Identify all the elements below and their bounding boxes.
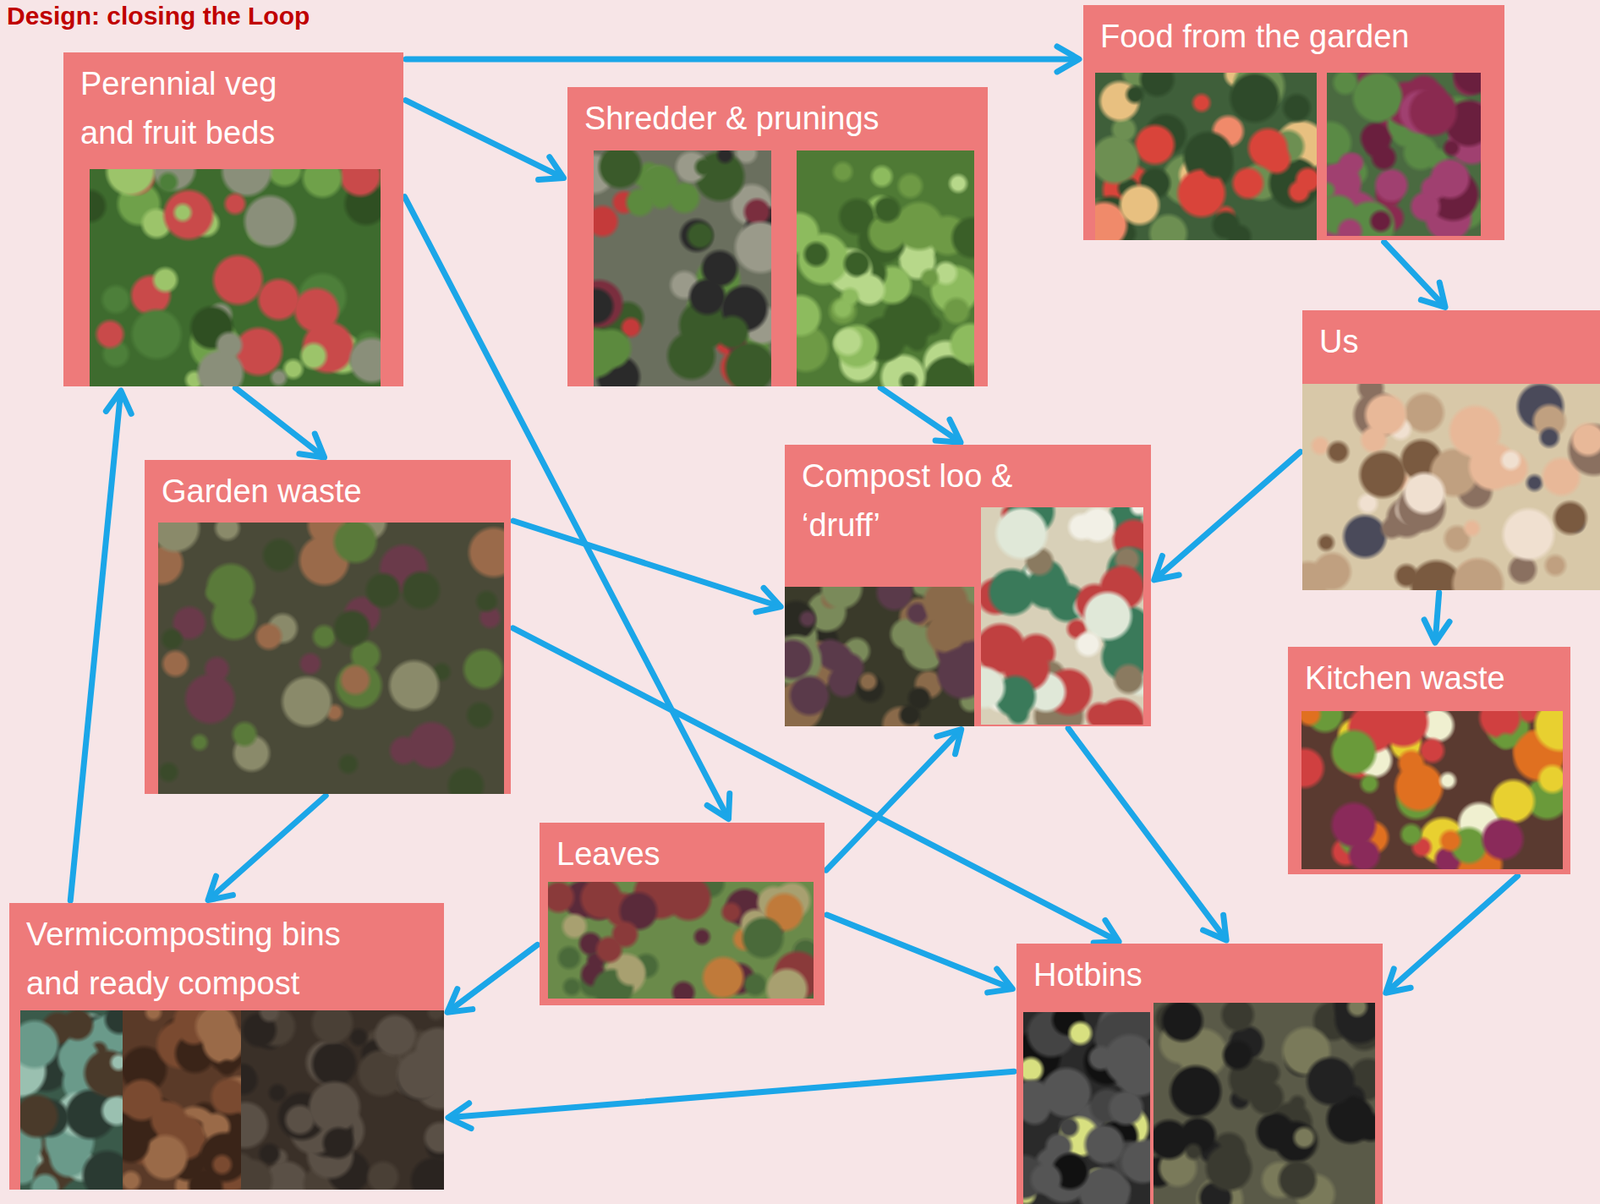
flow-arrow [405, 100, 565, 181]
arrow-shaft [1068, 728, 1223, 937]
photo-box: Garden waste [144, 460, 511, 795]
arrow-shaft [70, 395, 121, 901]
photo [1153, 1002, 1376, 1204]
photo-box: Food from the garden [1083, 5, 1505, 241]
box-label: Vermicomposting bins and ready compost [9, 903, 382, 1009]
photo [89, 169, 381, 387]
photo-box: Shredder & prunings [567, 87, 988, 387]
arrow-head [756, 587, 781, 613]
arrow-head [1386, 969, 1411, 993]
arrow-head [1424, 619, 1450, 643]
arrow-shaft [405, 100, 559, 176]
arrow-head [447, 989, 473, 1014]
photo [1302, 383, 1600, 591]
box-label: Perennial veg and fruit beds [63, 52, 309, 158]
photo [1326, 72, 1481, 236]
arrow-head [208, 876, 233, 900]
arrow-head [1420, 282, 1446, 307]
photo [122, 1010, 242, 1190]
arrow-shaft [453, 1071, 1014, 1118]
arrow-head [1203, 915, 1228, 941]
arrow-shaft [827, 915, 1009, 987]
diagram-title: Design: closing the Loop [6, 1, 310, 31]
arrow-head [935, 419, 961, 443]
photo [20, 1010, 123, 1190]
arrow-shaft [1384, 241, 1442, 304]
flow-arrow [70, 390, 132, 901]
flow-arrow [208, 795, 326, 901]
flow-arrow [1424, 592, 1450, 643]
arrow-head [706, 794, 730, 820]
box-label: Compost loo & ‘druff’ [784, 444, 1056, 550]
arrow-shaft [451, 944, 538, 1009]
photo-box: Kitchen waste [1287, 646, 1571, 875]
photo [980, 507, 1144, 725]
box-label: Garden waste [144, 460, 503, 516]
arrow-head [1093, 920, 1119, 943]
arrow-head [1057, 46, 1080, 72]
photo-box: Hotbins [1016, 943, 1383, 1204]
flow-arrow [513, 520, 781, 613]
photo-box: Us [1302, 310, 1600, 591]
photo [547, 882, 814, 999]
flow-arrow [1386, 876, 1518, 993]
photo [241, 1010, 444, 1190]
box-label: Kitchen waste [1287, 646, 1562, 703]
arrow-head [538, 157, 565, 181]
arrow-head [987, 969, 1014, 993]
photo [593, 150, 772, 387]
arrow-head [299, 433, 325, 458]
flow-arrow [447, 944, 538, 1013]
arrow-shaft [1435, 592, 1440, 638]
box-label: Leaves [539, 822, 817, 879]
flow-arrow [1154, 451, 1301, 580]
arrow-head [105, 390, 132, 414]
arrow-head [936, 729, 962, 755]
photo [1301, 711, 1563, 870]
flow-arrow [880, 388, 961, 443]
flow-arrow [1068, 728, 1227, 941]
flow-arrow [405, 46, 1080, 72]
box-label: Food from the garden [1083, 5, 1496, 61]
arrow-shaft [1157, 451, 1300, 576]
photo [1095, 72, 1317, 241]
arrow-shaft [212, 795, 327, 898]
box-label: Shredder & prunings [567, 87, 980, 143]
photo-box: Vermicomposting bins and ready compost [9, 903, 444, 1190]
photo [158, 522, 505, 795]
arrow-shaft [880, 388, 957, 440]
photo-box: Compost loo & ‘druff’ [784, 444, 1151, 727]
photo-box: Leaves [539, 822, 825, 1006]
flow-arrow [827, 915, 1014, 993]
flow-arrow [235, 388, 324, 458]
photo [796, 150, 975, 387]
photo-box: Perennial veg and fruit beds [63, 52, 404, 387]
box-label: Hotbins [1016, 943, 1375, 1000]
arrow-shaft [826, 733, 958, 871]
flow-arrow [1384, 241, 1446, 307]
arrow-shaft [405, 55, 1074, 62]
photo [1023, 1012, 1151, 1204]
arrow-shaft [513, 520, 777, 606]
arrow-head [1154, 555, 1179, 580]
photo [784, 586, 975, 727]
box-label: Us [1302, 310, 1592, 367]
arrow-head [448, 1103, 472, 1129]
flow-arrow [448, 1071, 1014, 1129]
arrow-shaft [1389, 876, 1518, 990]
flow-arrow [826, 729, 962, 872]
arrow-shaft [235, 388, 320, 455]
